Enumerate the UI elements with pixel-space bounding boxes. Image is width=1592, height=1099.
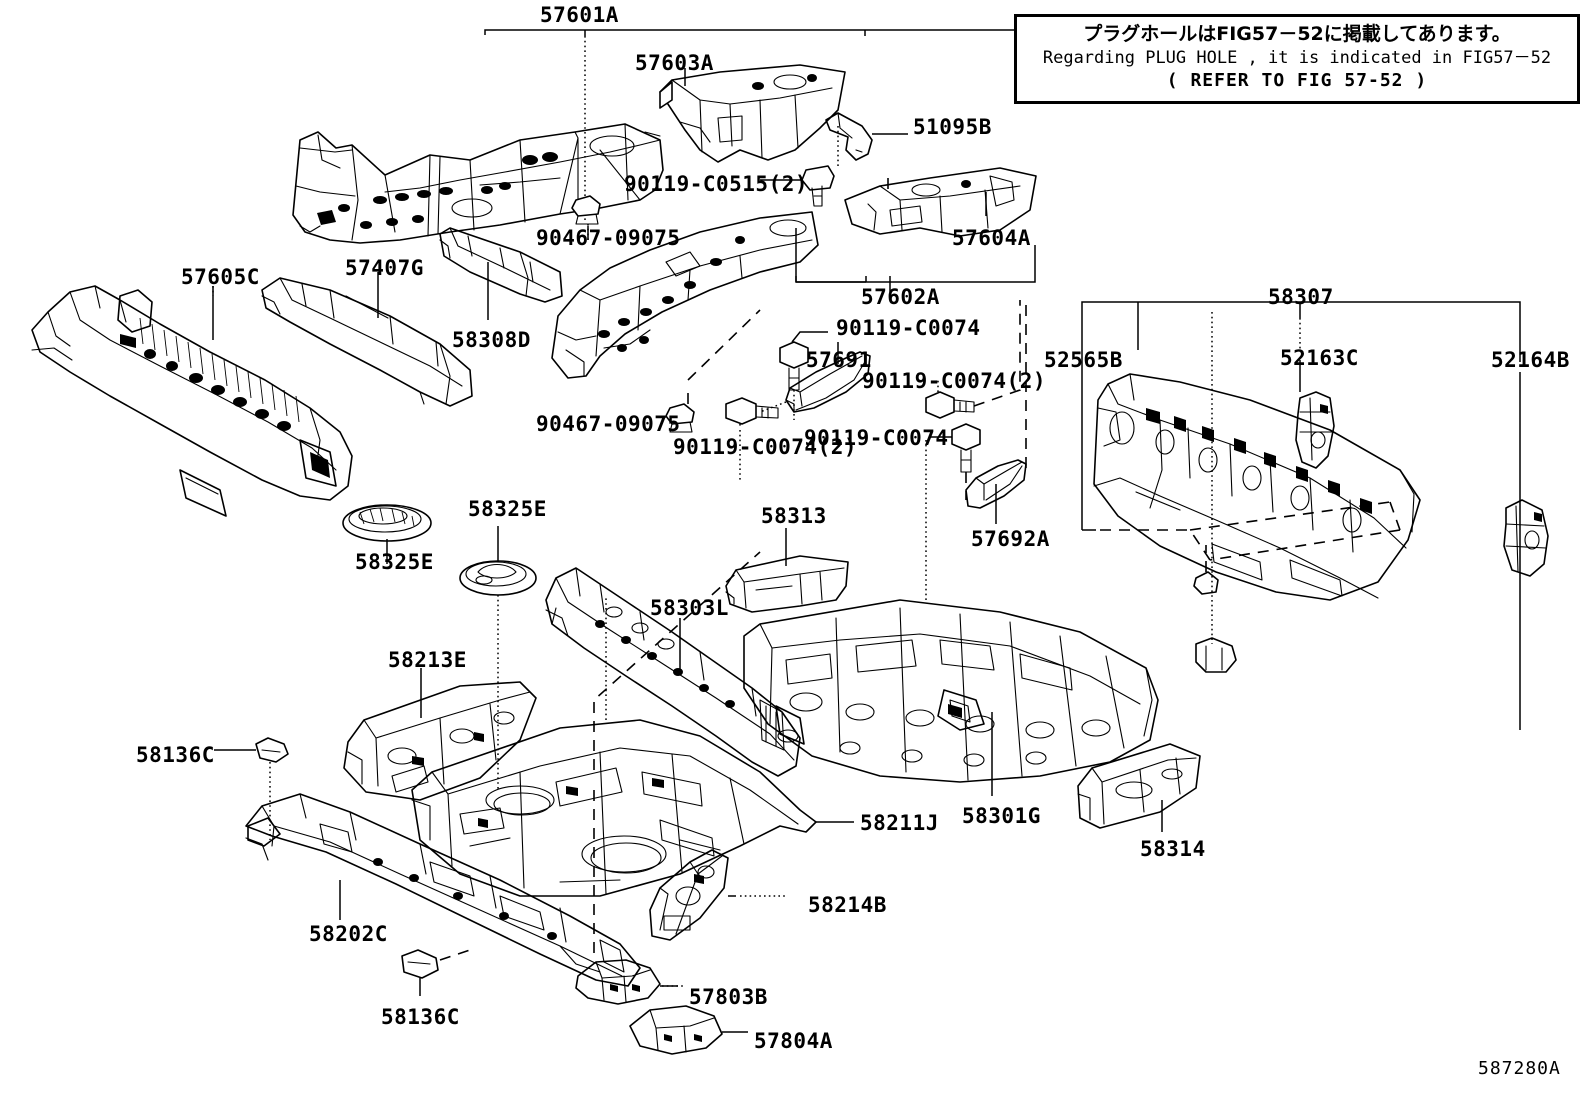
part-58307-lower-back-panel <box>1093 373 1421 601</box>
part-58202C-side-member <box>245 793 641 987</box>
part-52163C-bracket <box>1295 391 1335 469</box>
part-callout-90119-C0074: 90119-C0074 <box>836 316 981 340</box>
part-callout-90467-09075: 90467-09075 <box>536 226 681 250</box>
part-58136C-plug-bottom <box>401 949 471 996</box>
part-callout-58303L: 58303L <box>650 596 729 620</box>
part-callout-57691: 57691 <box>806 348 872 372</box>
part-callout-58214B: 58214B <box>808 893 887 917</box>
part-callout-58313: 58313 <box>761 504 827 528</box>
part-57803B-bracket <box>575 959 684 1005</box>
part-callout-58202C: 58202C <box>309 922 388 946</box>
part-callout-57407G: 57407G <box>345 256 424 280</box>
part-callout-58307: 58307 <box>1268 285 1334 309</box>
part-callout-90119-C0074-2-: 90119-C0074(2) <box>673 435 858 459</box>
part-callout-52163C: 52163C <box>1280 346 1359 370</box>
part-58325E-plug-b <box>459 526 537 790</box>
part-callout-90119-C0515-2-: 90119-C0515(2) <box>624 172 809 196</box>
part-callout-58308D: 58308D <box>452 328 531 352</box>
part-callout-58301G: 58301G <box>962 804 1041 828</box>
part-callout-51095B: 51095B <box>913 115 992 139</box>
part-57603A-rail <box>659 64 846 163</box>
part-callout-57604A: 57604A <box>952 226 1031 250</box>
part-callout-58136C: 58136C <box>381 1005 460 1029</box>
part-callout-58325E: 58325E <box>355 550 434 574</box>
part-callout-90119-C0074-2-: 90119-C0074(2) <box>862 369 1047 393</box>
note-refer-text: ( REFER TO FIG 57-52 ) <box>1166 69 1428 91</box>
part-callout-58136C: 58136C <box>136 743 215 767</box>
leader-57602A-57604A <box>795 245 1036 283</box>
fastener-90119-C0074-right <box>925 300 1021 419</box>
part-callout-57803B: 57803B <box>689 985 768 1009</box>
part-58314-cover <box>1077 743 1201 832</box>
part-57804A-bracket <box>629 1005 748 1055</box>
part-callout-52565B: 52565B <box>1044 348 1123 372</box>
part-58308D-crossmember <box>439 227 563 320</box>
bracket-58307 <box>1081 301 1521 730</box>
part-58325E-plug-a <box>342 504 432 564</box>
plug-hole-note-box: プラグホールはFIG57－52に掲載してあります。 Regarding PLUG… <box>1014 14 1580 105</box>
part-57604A-rail <box>844 167 1037 237</box>
part-58313-reinforcement <box>725 528 849 613</box>
part-57602A-rail <box>551 211 891 379</box>
part-58136C-plug-top <box>214 737 289 840</box>
fastener-90119-C0074-top <box>779 331 828 420</box>
part-callout-57602A: 57602A <box>861 285 940 309</box>
part-callout-58314: 58314 <box>1140 837 1206 861</box>
part-57407G-crossmember <box>261 272 473 407</box>
part-callout-90119-C0074: 90119-C0074 <box>804 426 949 450</box>
part-callout-58325E: 58325E <box>468 497 547 521</box>
part-callout-57692A: 57692A <box>971 527 1050 551</box>
part-callout-58213E: 58213E <box>388 648 467 672</box>
part-51095B-bracket <box>825 112 908 161</box>
fastener-90467-09075-lower <box>656 309 761 433</box>
part-58213E-insulator <box>343 668 537 801</box>
note-english-text: Regarding PLUG HOLE , it is indicated in… <box>1042 47 1552 68</box>
part-58211J-floor-pan <box>411 551 854 960</box>
part-58214B-insulator <box>649 849 786 941</box>
part-callout-57605C: 57605C <box>181 265 260 289</box>
part-callout-90467-09075: 90467-09075 <box>536 412 681 436</box>
part-58303L-crossmember <box>545 567 805 777</box>
fastener-90119-C0074-lower <box>930 423 981 500</box>
fastener-90119-C0515 <box>760 126 839 207</box>
part-57692A-reinforcement <box>965 300 1027 524</box>
part-callout-52164B: 52164B <box>1491 348 1570 372</box>
note-japanese-text: プラグホールはFIG57－52に掲載してあります。 <box>1083 23 1511 45</box>
part-callout-57804A: 57804A <box>754 1029 833 1053</box>
part-52565B-clip-lower <box>1193 545 1219 595</box>
figure-code: 587280A <box>1478 1058 1561 1079</box>
part-52565B-clip <box>1195 637 1237 673</box>
part-callout-57601A: 57601A <box>540 3 619 27</box>
part-front-side-member-lh <box>292 123 664 244</box>
part-callout-58211J: 58211J <box>860 811 939 835</box>
part-callout-57603A: 57603A <box>635 51 714 75</box>
part-58301G-rear-floor-pan <box>743 440 1159 796</box>
fastener-90467-09075-upper <box>571 178 889 240</box>
part-57605C-dash-panel <box>31 285 353 517</box>
part-52164B-bracket <box>1503 499 1549 577</box>
fastener-90119-C0074-left <box>725 397 779 480</box>
